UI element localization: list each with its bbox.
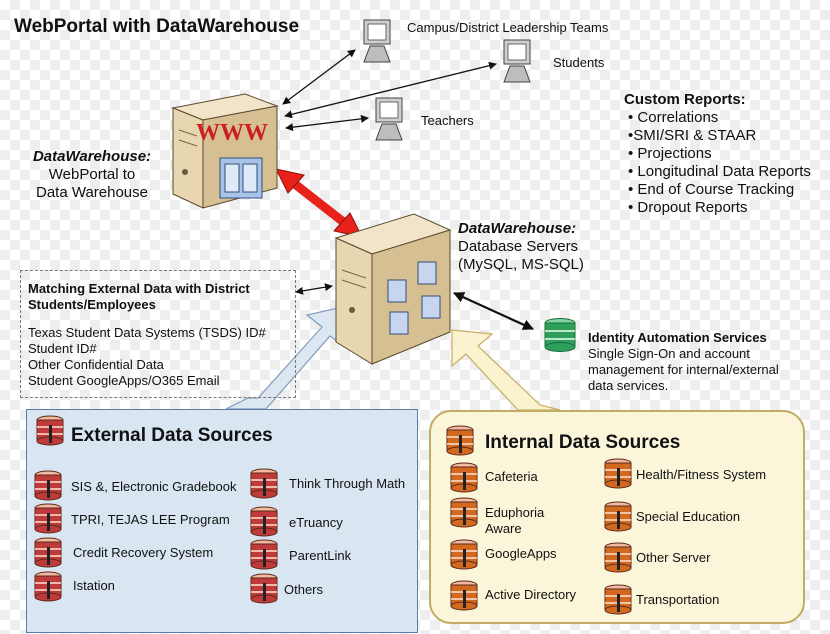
database-icon	[604, 584, 632, 615]
db-caption-title: DataWarehouse:	[458, 220, 577, 237]
internal-sources-title: Internal Data Sources	[485, 432, 681, 453]
arrow-to-students	[284, 61, 497, 119]
matching-box	[20, 270, 296, 398]
custom-reports-title: Custom Reports:	[624, 91, 746, 108]
internal-feed-arrow	[451, 329, 561, 411]
identity-title: Identity Automation Services	[588, 330, 767, 345]
database-icon	[34, 537, 62, 568]
internal-source-label: Eduphoria	[485, 505, 545, 520]
monitor-icon	[375, 97, 403, 141]
report-item: • Dropout Reports	[628, 199, 748, 216]
arrow-matching	[295, 283, 333, 295]
database-icon	[450, 539, 478, 570]
database-icon	[34, 571, 62, 602]
database-icon	[450, 497, 478, 528]
database-icon	[450, 462, 478, 493]
database-icon	[250, 506, 278, 537]
matching-item: Texas Student Data Systems (TSDS) ID#	[28, 325, 266, 340]
identity-line1: Single Sign-On and account	[588, 346, 750, 361]
external-source-label: TPRI, TEJAS LEE Program	[71, 512, 230, 527]
internal-source-label: Health/Fitness System	[636, 467, 767, 482]
internal-source-label: Other Server	[636, 550, 711, 565]
external-feed-arrow	[225, 305, 348, 410]
report-item: • End of Course Tracking	[628, 181, 795, 198]
internal-source-label: Aware	[485, 521, 522, 536]
custom-reports: Custom Reports: • Correlations •SMI/SRI …	[624, 91, 811, 217]
matching-title-line1: Matching External Data with District	[28, 281, 250, 296]
database-icon	[250, 573, 278, 604]
matching-item: Other Confidential Data	[28, 357, 164, 372]
external-source-label: SIS &, Electronic Gradebook	[71, 479, 237, 494]
page-title: WebPortal with DataWarehouse	[14, 16, 300, 37]
database-icon	[36, 415, 64, 446]
arrow-to-leadership	[282, 49, 356, 105]
external-sources-box	[26, 409, 418, 633]
external-sources-title: External Data Sources	[71, 425, 273, 446]
web-caption-title: DataWarehouse:	[32, 148, 152, 165]
web-caption-line2: Data Warehouse	[35, 184, 148, 201]
internal-source-label: Special Education	[636, 509, 741, 524]
database-icon	[34, 470, 62, 501]
database-icon	[34, 503, 62, 534]
red-sync-arrow	[275, 168, 363, 238]
web-caption-line1: WebPortal to	[48, 166, 136, 183]
external-source-label: Others	[284, 582, 324, 597]
monitor-icon	[363, 19, 391, 63]
report-item: • Projections	[628, 145, 712, 162]
db-caption-line2: (MySQL, MS-SQL)	[458, 256, 584, 273]
internal-source-label: GoogleApps	[485, 546, 557, 561]
matching-item: Student ID#	[28, 341, 97, 356]
identity-line2: management for internal/external	[588, 362, 779, 377]
database-icon	[446, 425, 474, 456]
external-source-label: eTruancy	[289, 515, 343, 530]
external-source-label: ParentLink	[289, 548, 352, 563]
arrow-identity	[453, 291, 534, 331]
database-icon	[604, 501, 632, 532]
report-item: • Correlations	[628, 109, 719, 126]
external-source-label: Credit Recovery System	[73, 545, 214, 560]
internal-source-label: Active Directory	[485, 587, 577, 602]
matching-item: Student GoogleApps/O365 Email	[28, 373, 220, 388]
database-icon	[450, 580, 478, 611]
database-icon	[604, 542, 632, 573]
students-label: Students	[553, 55, 605, 70]
db-caption-line1: Database Servers	[458, 238, 579, 255]
identity-line3: data services.	[588, 378, 669, 393]
leadership-label: Campus/District Leadership Teams	[407, 20, 609, 35]
www-label: WWW	[196, 120, 268, 146]
matching-title-line2: Students/Employees	[28, 297, 156, 312]
arrow-to-teachers	[285, 114, 369, 132]
report-item: •SMI/SRI & STAAR	[628, 127, 757, 144]
monitor-icon	[503, 39, 531, 83]
web-server-icon	[171, 93, 279, 209]
database-icon	[250, 539, 278, 570]
identity-database-icon	[544, 318, 576, 352]
report-item: • Longitudinal Data Reports	[628, 163, 811, 180]
external-source-label: Think Through Math	[289, 476, 406, 491]
database-icon	[250, 468, 278, 499]
external-source-label: Istation	[73, 578, 115, 593]
internal-source-label: Cafeteria	[485, 469, 538, 484]
database-server-icon	[334, 213, 452, 365]
teachers-label: Teachers	[421, 113, 474, 128]
database-icon	[604, 458, 632, 489]
internal-source-label: Transportation	[636, 592, 720, 607]
